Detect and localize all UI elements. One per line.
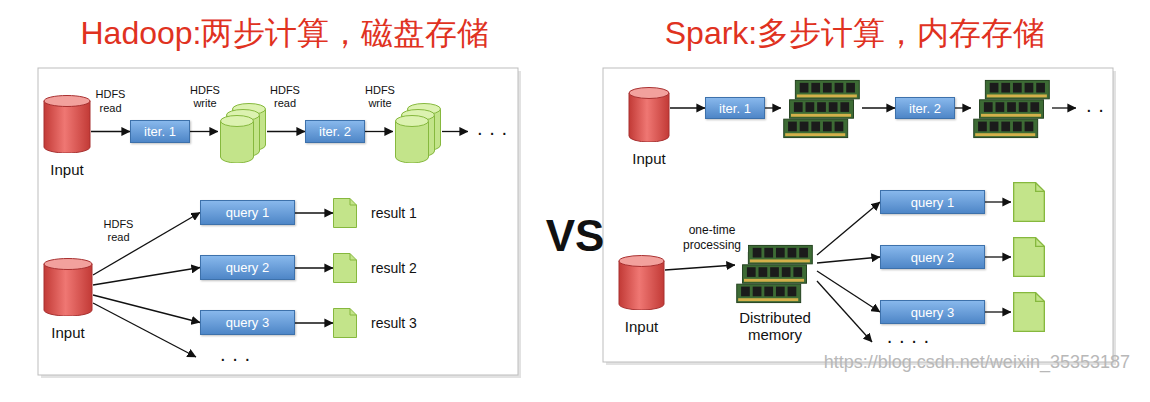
node-label: iter. 2 (909, 101, 941, 116)
connector-group (91, 108, 880, 323)
flow-arrow (190, 131, 218, 132)
ellipsis: · · · (472, 122, 512, 142)
watermark: https://blog.csdn.net/weixin_35353187 (725, 352, 1130, 374)
connector-arrow (817, 202, 880, 255)
io-label: HDFS read (268, 84, 302, 110)
process-box: query 1 (880, 190, 985, 214)
panel (603, 68, 1113, 362)
flow-arrow (862, 107, 895, 108)
node-label: query 1 (911, 195, 954, 210)
flow-arrow (985, 201, 1011, 202)
node-label: Input (632, 150, 665, 167)
cylinder-shape (43, 95, 91, 153)
flow-arrow (985, 311, 1011, 312)
process-box: iter. 2 (895, 97, 955, 119)
connector-arrow (295, 322, 333, 323)
connector-arrow (295, 267, 333, 268)
result-doc (1014, 293, 1045, 332)
node-label: iter. 1 (719, 101, 751, 116)
node-label: Input (50, 161, 83, 178)
node-label: query 3 (911, 305, 954, 320)
result-document: result 2 (333, 253, 417, 283)
result-doc (1014, 238, 1045, 277)
ellipsis: · · (1080, 99, 1110, 119)
node-label: query 2 (911, 250, 954, 265)
flow-arrow (267, 131, 305, 132)
connector-arrow (93, 268, 200, 286)
document-shape (333, 308, 357, 338)
database-cylinder: Input (43, 258, 93, 341)
document-shape (333, 198, 357, 228)
node-label: Input (625, 318, 658, 335)
memory-stack (784, 80, 860, 137)
node-label: query 1 (226, 205, 269, 220)
io-label: HDFS write (188, 84, 222, 110)
process-box: iter. 2 (305, 120, 365, 143)
node-label: result 2 (371, 260, 417, 276)
flow-arrow (93, 303, 196, 357)
connector-arrow (93, 295, 200, 323)
connector-arrow (817, 257, 880, 263)
memory-node: Distributed memory (725, 243, 825, 344)
edge-label: one-time processing (676, 223, 748, 252)
cylinder-shape (618, 255, 665, 310)
database-cylinder: Input (618, 255, 665, 335)
node-label: Input (51, 324, 84, 341)
ellipsis: · · · · (878, 330, 938, 350)
flow-arrow (765, 107, 781, 108)
node-label: result 1 (371, 205, 417, 221)
panel (38, 68, 518, 375)
result-doc (1014, 183, 1045, 222)
edge-label: HDFS read (102, 218, 136, 244)
panel-title: Spark:多步计算，内存存储 (635, 14, 1075, 52)
flow-arrow (817, 281, 872, 342)
database-cylinder: Input (628, 87, 670, 167)
process-box: query 2 (200, 255, 295, 280)
process-box: query 1 (200, 200, 295, 225)
node-label: Distributed memory (725, 309, 825, 344)
memory-shape (735, 243, 815, 305)
io-label: HDFS write (363, 84, 397, 110)
node-label: query 2 (226, 260, 269, 275)
process-box: query 2 (880, 245, 985, 269)
memory-stack (974, 80, 1050, 137)
process-box: iter. 1 (705, 97, 765, 119)
node-label: result 3 (371, 315, 417, 331)
database-cylinder: Input (43, 95, 91, 178)
disk-stack (221, 104, 266, 164)
process-box: iter. 1 (130, 120, 190, 143)
connector-arrow (93, 213, 200, 276)
flow-arrow (955, 107, 971, 108)
connector-arrow (295, 212, 333, 213)
process-box: query 3 (880, 300, 985, 324)
ellipsis: · · · (205, 348, 265, 368)
document-shape (333, 253, 357, 283)
cylinder-shape (628, 87, 670, 142)
node-label: iter. 2 (319, 124, 351, 139)
flow-arrow (442, 131, 468, 132)
flow-arrow (1052, 107, 1076, 108)
flow-arrow (365, 131, 393, 132)
disk-stack (396, 104, 441, 164)
connector-arrow (91, 131, 130, 132)
process-box: query 3 (200, 310, 295, 335)
node-label: iter. 1 (144, 124, 176, 139)
panel-title: Hadoop:两步计算，磁盘存储 (50, 14, 520, 52)
cylinder-shape (43, 258, 93, 316)
result-document: result 1 (333, 198, 417, 228)
node-label: query 3 (226, 315, 269, 330)
connector-arrow (817, 271, 880, 312)
edge-label: HDFS read (94, 88, 128, 114)
versus-mark: VS (538, 212, 612, 260)
connector-arrow (665, 265, 735, 270)
flow-arrow (985, 256, 1011, 257)
connector-arrow (670, 107, 705, 108)
result-document: result 3 (333, 308, 417, 338)
